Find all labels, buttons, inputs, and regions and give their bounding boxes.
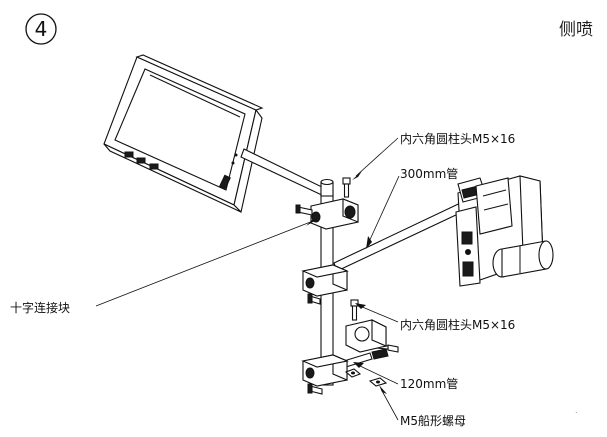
callout-boat-nut: M5船形螺母	[400, 414, 466, 428]
callout-socket-screw-bottom: 内六角圆柱头M5×16	[400, 317, 515, 332]
printhead-assembly	[455, 175, 554, 287]
callout-cross-block: 十字连接块	[10, 300, 70, 315]
cross-block-middle	[301, 264, 349, 305]
monitor-arm-tube	[240, 148, 329, 198]
callout-pipe-120: 120mm管	[400, 376, 458, 391]
socket-screw-top	[342, 177, 351, 198]
cross-block-upper	[295, 198, 359, 230]
lower-clamp	[345, 319, 389, 360]
leader-socket-screw-bottom	[355, 303, 399, 323]
leader-pipe-120	[353, 362, 399, 385]
leader-socket-screw-top	[352, 137, 399, 180]
display-monitor	[103, 54, 264, 214]
callout-pipe-300: 300mm管	[400, 166, 458, 181]
corner-mark: .	[575, 406, 578, 415]
boat-nut	[344, 368, 388, 387]
leader-pipe-300	[366, 175, 400, 249]
step-marker: 4	[25, 13, 57, 45]
view-label: 侧喷	[559, 20, 593, 40]
cross-block-bottom	[301, 354, 349, 395]
step-number: 4	[35, 17, 48, 41]
leader-boat-nut	[379, 385, 399, 421]
leader-cross-block	[95, 219, 318, 307]
callout-socket-screw-top: 内六角圆柱头M5×16	[400, 131, 515, 146]
